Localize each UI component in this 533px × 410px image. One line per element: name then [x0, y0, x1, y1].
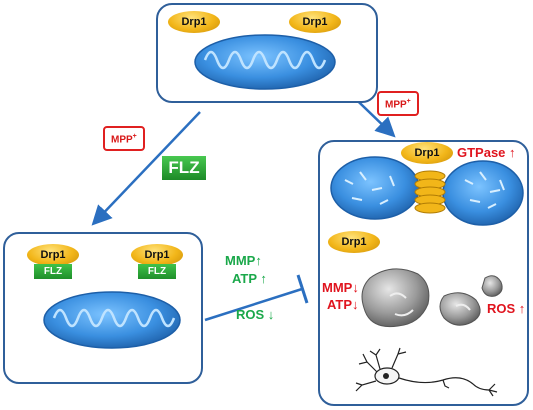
drp1-protein: Drp1	[131, 244, 183, 266]
flz-treatment-label: FLZ	[162, 156, 206, 180]
inhibition-line	[204, 287, 303, 322]
drp1-protein: Drp1	[168, 11, 220, 33]
mmp-increase-label: MMP↑	[225, 253, 262, 268]
ros-increase-label: ROS ↑	[487, 301, 526, 316]
drp1-protein: Drp1	[328, 231, 380, 253]
mmp-decrease-label: MMP↓	[322, 280, 359, 295]
arrow-top-to-left	[91, 111, 201, 226]
drp1-protein: Drp1	[401, 142, 453, 164]
atp-decrease-label: ATP↓	[327, 297, 359, 312]
drp1-protein: Drp1	[289, 11, 341, 33]
gtpase-increase-label: GTPase ↑	[457, 145, 516, 160]
ros-decrease-label: ROS ↓	[236, 307, 275, 322]
atp-increase-label: ATP ↑	[232, 271, 267, 286]
flz-bound-tag: FLZ	[138, 264, 176, 279]
mpp-label-right: MPP+	[377, 91, 419, 117]
panel-mpp-damage	[318, 140, 529, 406]
inhibition-bar	[296, 274, 309, 304]
drp1-protein: Drp1	[27, 244, 79, 266]
flz-bound-tag: FLZ	[34, 264, 72, 279]
mpp-label-left: MPP+	[103, 126, 145, 152]
